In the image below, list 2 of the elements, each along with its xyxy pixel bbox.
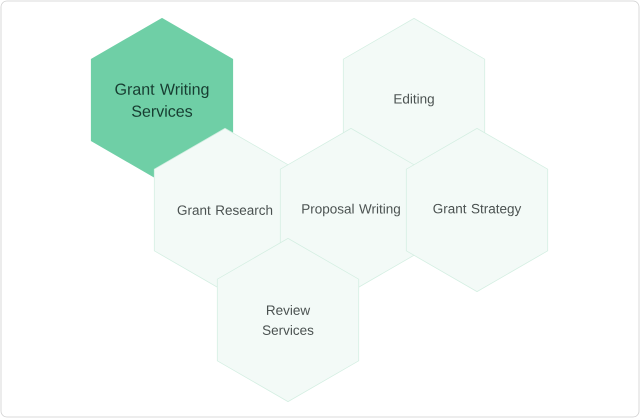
hexagon: Review Services — [216, 238, 360, 402]
hexagon: Grant Strategy — [406, 128, 548, 292]
